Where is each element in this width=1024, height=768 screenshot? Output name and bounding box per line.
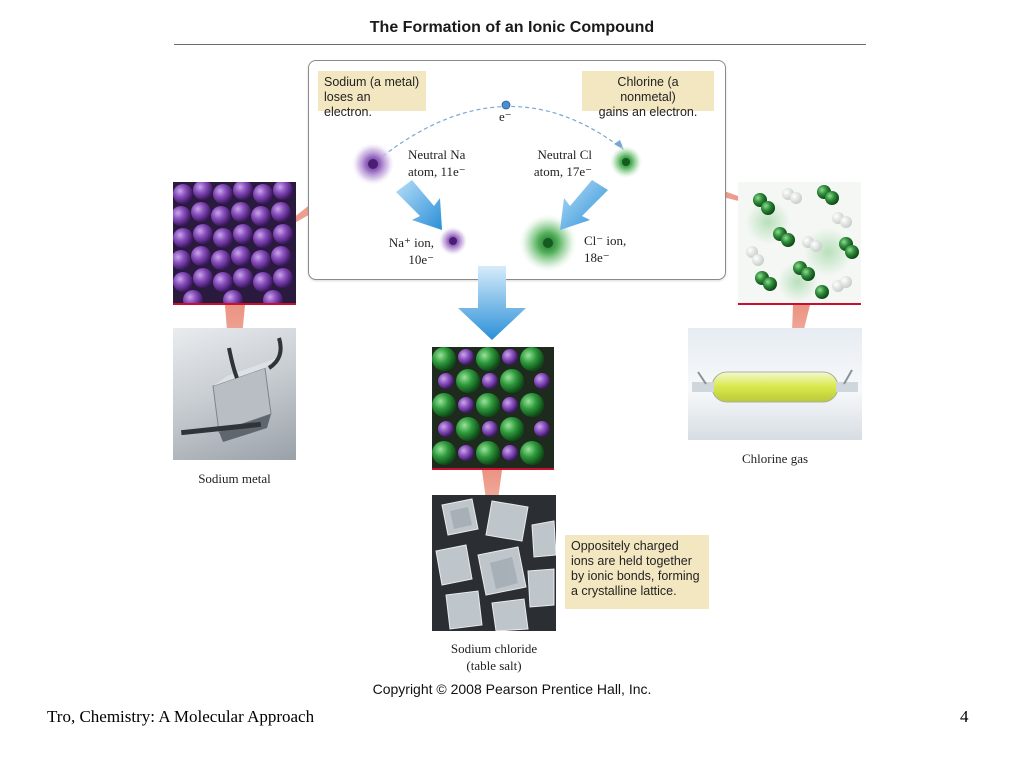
neutral-na-label: Neutral Na atom, 11e⁻ [408, 147, 466, 179]
electron-dot [501, 100, 511, 110]
sodium-chloride-lattice-image [432, 347, 554, 468]
chlorine-molecules-underline [738, 303, 861, 305]
sodium-lattice-underline [173, 303, 296, 305]
chlorine-gas-caption: Chlorine gas [741, 451, 809, 466]
cl-ion-label: Cl⁻ ion, 18e⁻ [584, 233, 627, 265]
footer-citation: Tro, Chemistry: A Molecular Approach [47, 707, 315, 726]
na-ion-label: Na⁺ ion, 10e⁻ [388, 235, 434, 267]
electron-label: e⁻ [499, 109, 512, 124]
page-number: 4 [960, 707, 969, 726]
sodium-chloride-caption: Sodium chloride (table salt) [450, 641, 538, 673]
copyright-notice: Copyright © 2008 Pearson Prentice Hall, … [372, 681, 652, 697]
sodium-metal-caption: Sodium metal [198, 471, 271, 486]
sodium-note: Sodium (a metal) loses an electron. [318, 71, 426, 119]
chlorine-note: Chlorine (a nonmetal) gains an electron. [582, 71, 714, 119]
na-to-ion-arrow [396, 180, 442, 230]
title-divider [174, 44, 866, 45]
down-arrow-icon [458, 266, 526, 340]
cl-to-ion-arrow [560, 180, 608, 230]
neutral-cl-label: Neutral Cl atom, 17e⁻ [533, 147, 592, 179]
atom-transfer-diagram [351, 100, 643, 273]
sodium-chloride-crystal-photo [432, 495, 556, 631]
page-title: The Formation of an Ionic Compound [369, 19, 655, 36]
sodium-metal-photo [173, 328, 296, 460]
sodium-lattice-image [173, 182, 296, 303]
lattice-note: Oppositely charged ions are held togethe… [565, 535, 709, 609]
chlorine-molecules-image [738, 182, 861, 303]
chlorine-gas-photo [688, 328, 862, 440]
sodium-chloride-underline [432, 468, 554, 470]
